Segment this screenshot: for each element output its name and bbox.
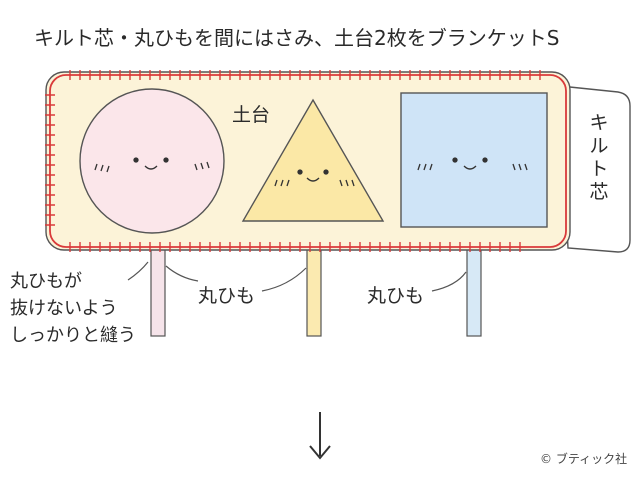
note-line: 丸ひもが: [10, 271, 82, 292]
circle-motif: [79, 88, 225, 234]
quilt-core-label: キ ル ト 芯: [587, 112, 611, 204]
quilt-core-char: ル: [589, 135, 609, 157]
cord-label-right: 丸ひも: [367, 285, 425, 307]
leader-cord-2: [261, 267, 307, 292]
circle-face: [94, 157, 210, 173]
quilt-core-sheet: [559, 85, 631, 253]
round-cord-yellow: [306, 243, 322, 337]
quilt-core-char: キ: [589, 112, 609, 134]
triangle-motif: [241, 98, 385, 222]
round-cord-pink: [150, 243, 166, 337]
instruction-heading: キルト芯・丸ひもを間にはさみ、土台2枚をブランケットS: [34, 26, 560, 50]
down-arrow-icon: [309, 412, 331, 460]
sewing-note: 丸ひもが 抜けないよう しっかりと縫う: [10, 268, 136, 349]
triangle-face: [274, 169, 355, 187]
leader-note: [127, 261, 149, 281]
quilt-core-char: ト: [589, 158, 609, 180]
blanket-stitch-outline: [49, 74, 567, 248]
cord-label-center: 丸ひも: [198, 285, 256, 307]
leader-cord-1: [165, 265, 199, 282]
blanket-stitch-ticks: [45, 70, 541, 252]
round-cord-blue: [466, 243, 482, 337]
note-line: 抜けないよう: [10, 298, 118, 319]
note-line: しっかりと縫う: [10, 325, 136, 346]
base-label: 土台: [232, 104, 271, 126]
quilt-core-char: 芯: [589, 181, 609, 203]
square-motif: [400, 92, 548, 228]
copyright-text: © ブティック社: [540, 452, 628, 466]
square-face: [417, 157, 528, 171]
leader-cord-3: [431, 271, 467, 292]
